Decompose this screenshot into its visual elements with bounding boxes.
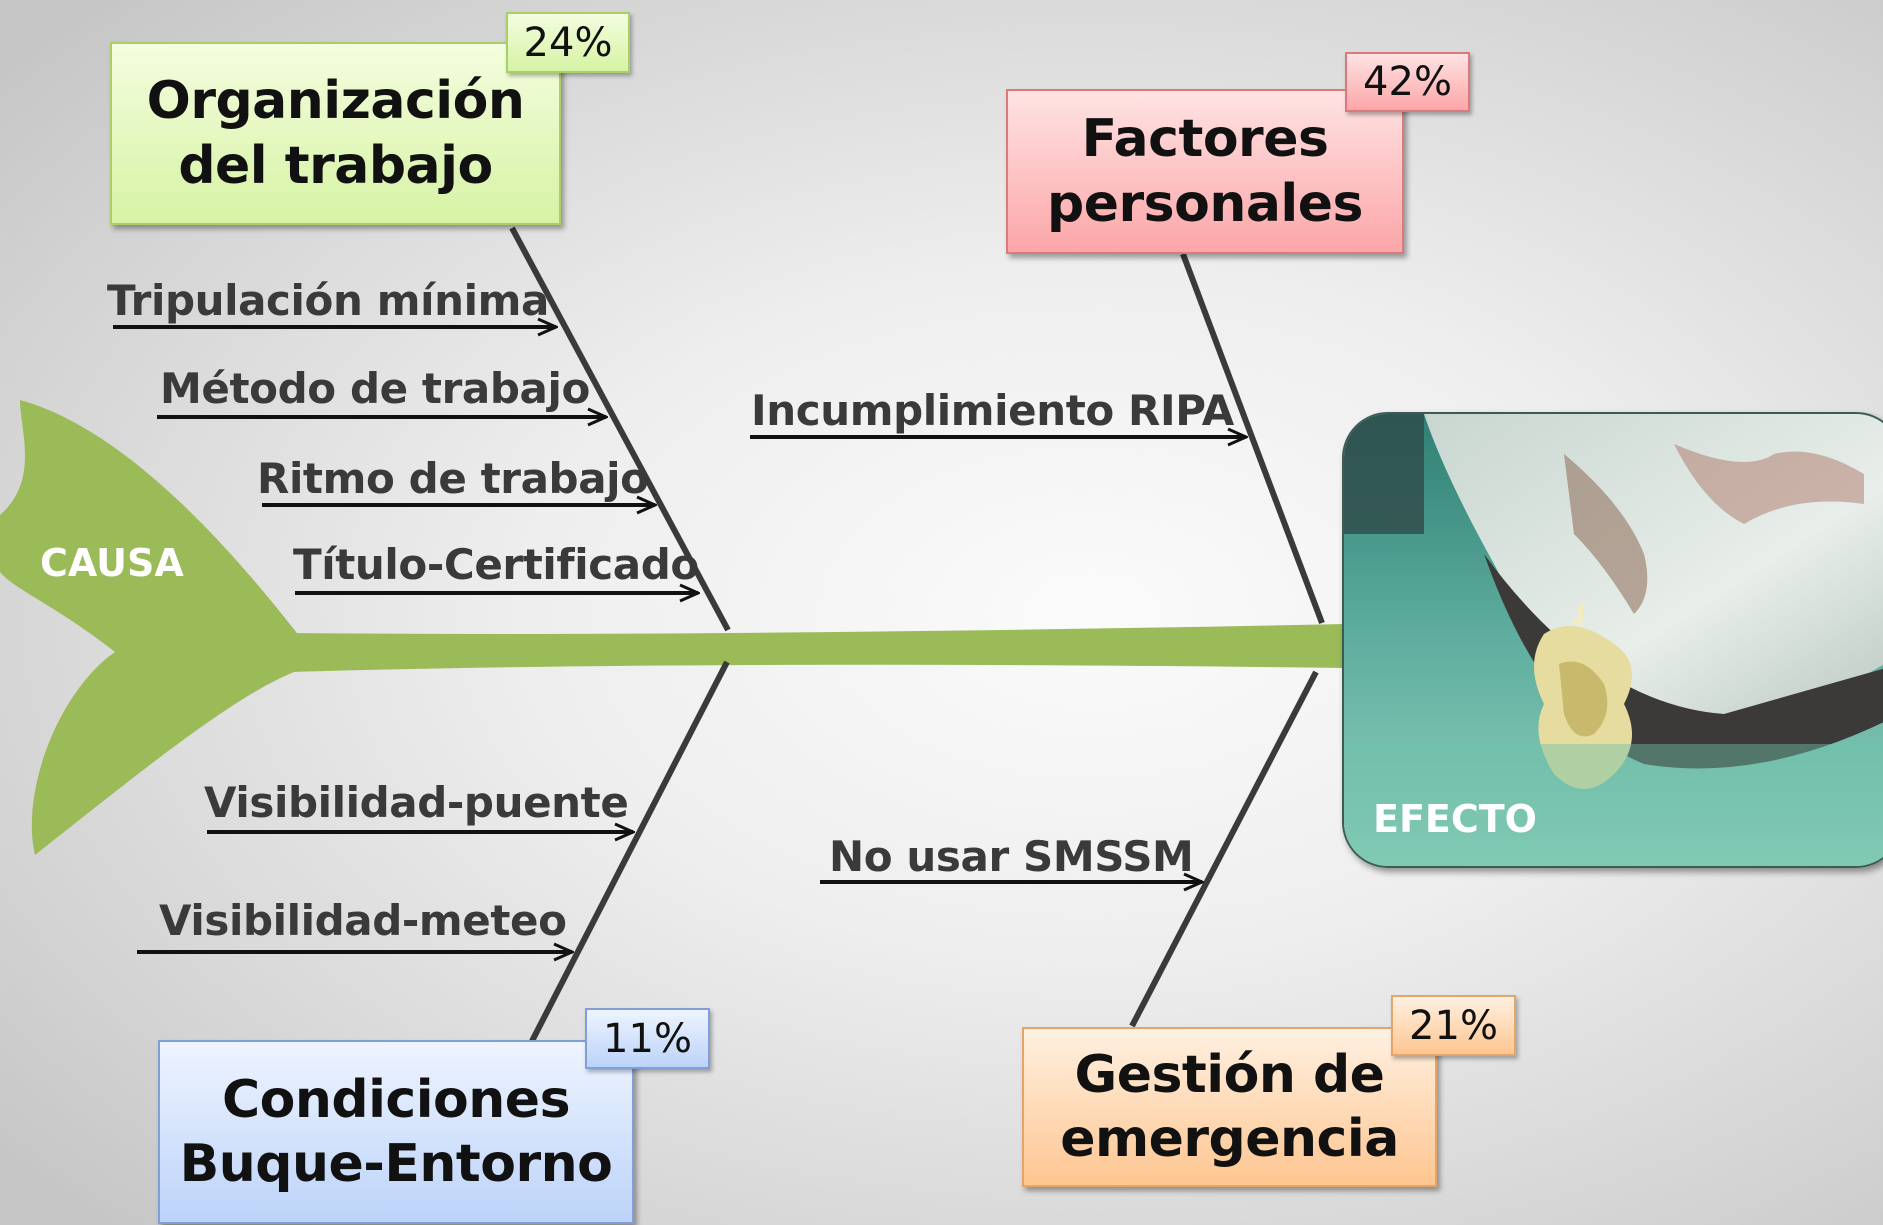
category-title-line: Factores	[1081, 109, 1329, 170]
percent-badge: 11%	[585, 1008, 710, 1069]
fish-tail	[0, 400, 300, 855]
bone-condiciones	[529, 660, 730, 1043]
bone-organizacion	[509, 226, 731, 632]
category-title-line: Buque-Entorno	[179, 1134, 613, 1194]
effect-label: EFECTO	[1373, 797, 1537, 841]
damaged-boat-image	[1344, 414, 1883, 866]
cause-label: No usar SMSSM	[829, 832, 1194, 881]
fish-spine	[290, 624, 1346, 672]
cause-label: Ritmo de trabajo	[257, 454, 649, 503]
category-title-line: emergencia	[1060, 1109, 1399, 1169]
cause-label: Visibilidad-puente	[204, 778, 629, 827]
category-title-line: personales	[1047, 173, 1363, 234]
cause-head-label: CAUSA	[40, 541, 184, 585]
category-title-line: Condiciones	[221, 1069, 571, 1130]
category-title-line: del trabajo	[178, 135, 493, 196]
cause-label: Método de trabajo	[160, 364, 590, 413]
bone-gestion	[1129, 670, 1319, 1028]
cause-label: Título-Certificado	[293, 540, 699, 589]
bone-factores	[1180, 252, 1325, 625]
cause-label: Visibilidad-meteo	[159, 896, 567, 945]
category-title-line: Gestión de	[1074, 1044, 1385, 1105]
effect-photo	[1342, 412, 1883, 868]
category-box-organizacion: Organización del trabajo	[110, 42, 561, 225]
percent-badge: 42%	[1345, 52, 1470, 112]
category-box-gestion: Gestión de emergencia	[1022, 1027, 1437, 1187]
percent-badge: 21%	[1391, 995, 1516, 1056]
cause-label: Tripulación mínima	[107, 276, 549, 325]
percent-badge: 24%	[506, 12, 630, 73]
category-box-factores: Factores personales	[1006, 89, 1404, 254]
cause-label: Incumplimiento RIPA	[751, 386, 1234, 435]
category-box-condiciones: Condiciones Buque-Entorno	[158, 1040, 634, 1224]
category-title-line: Organización	[146, 71, 525, 132]
